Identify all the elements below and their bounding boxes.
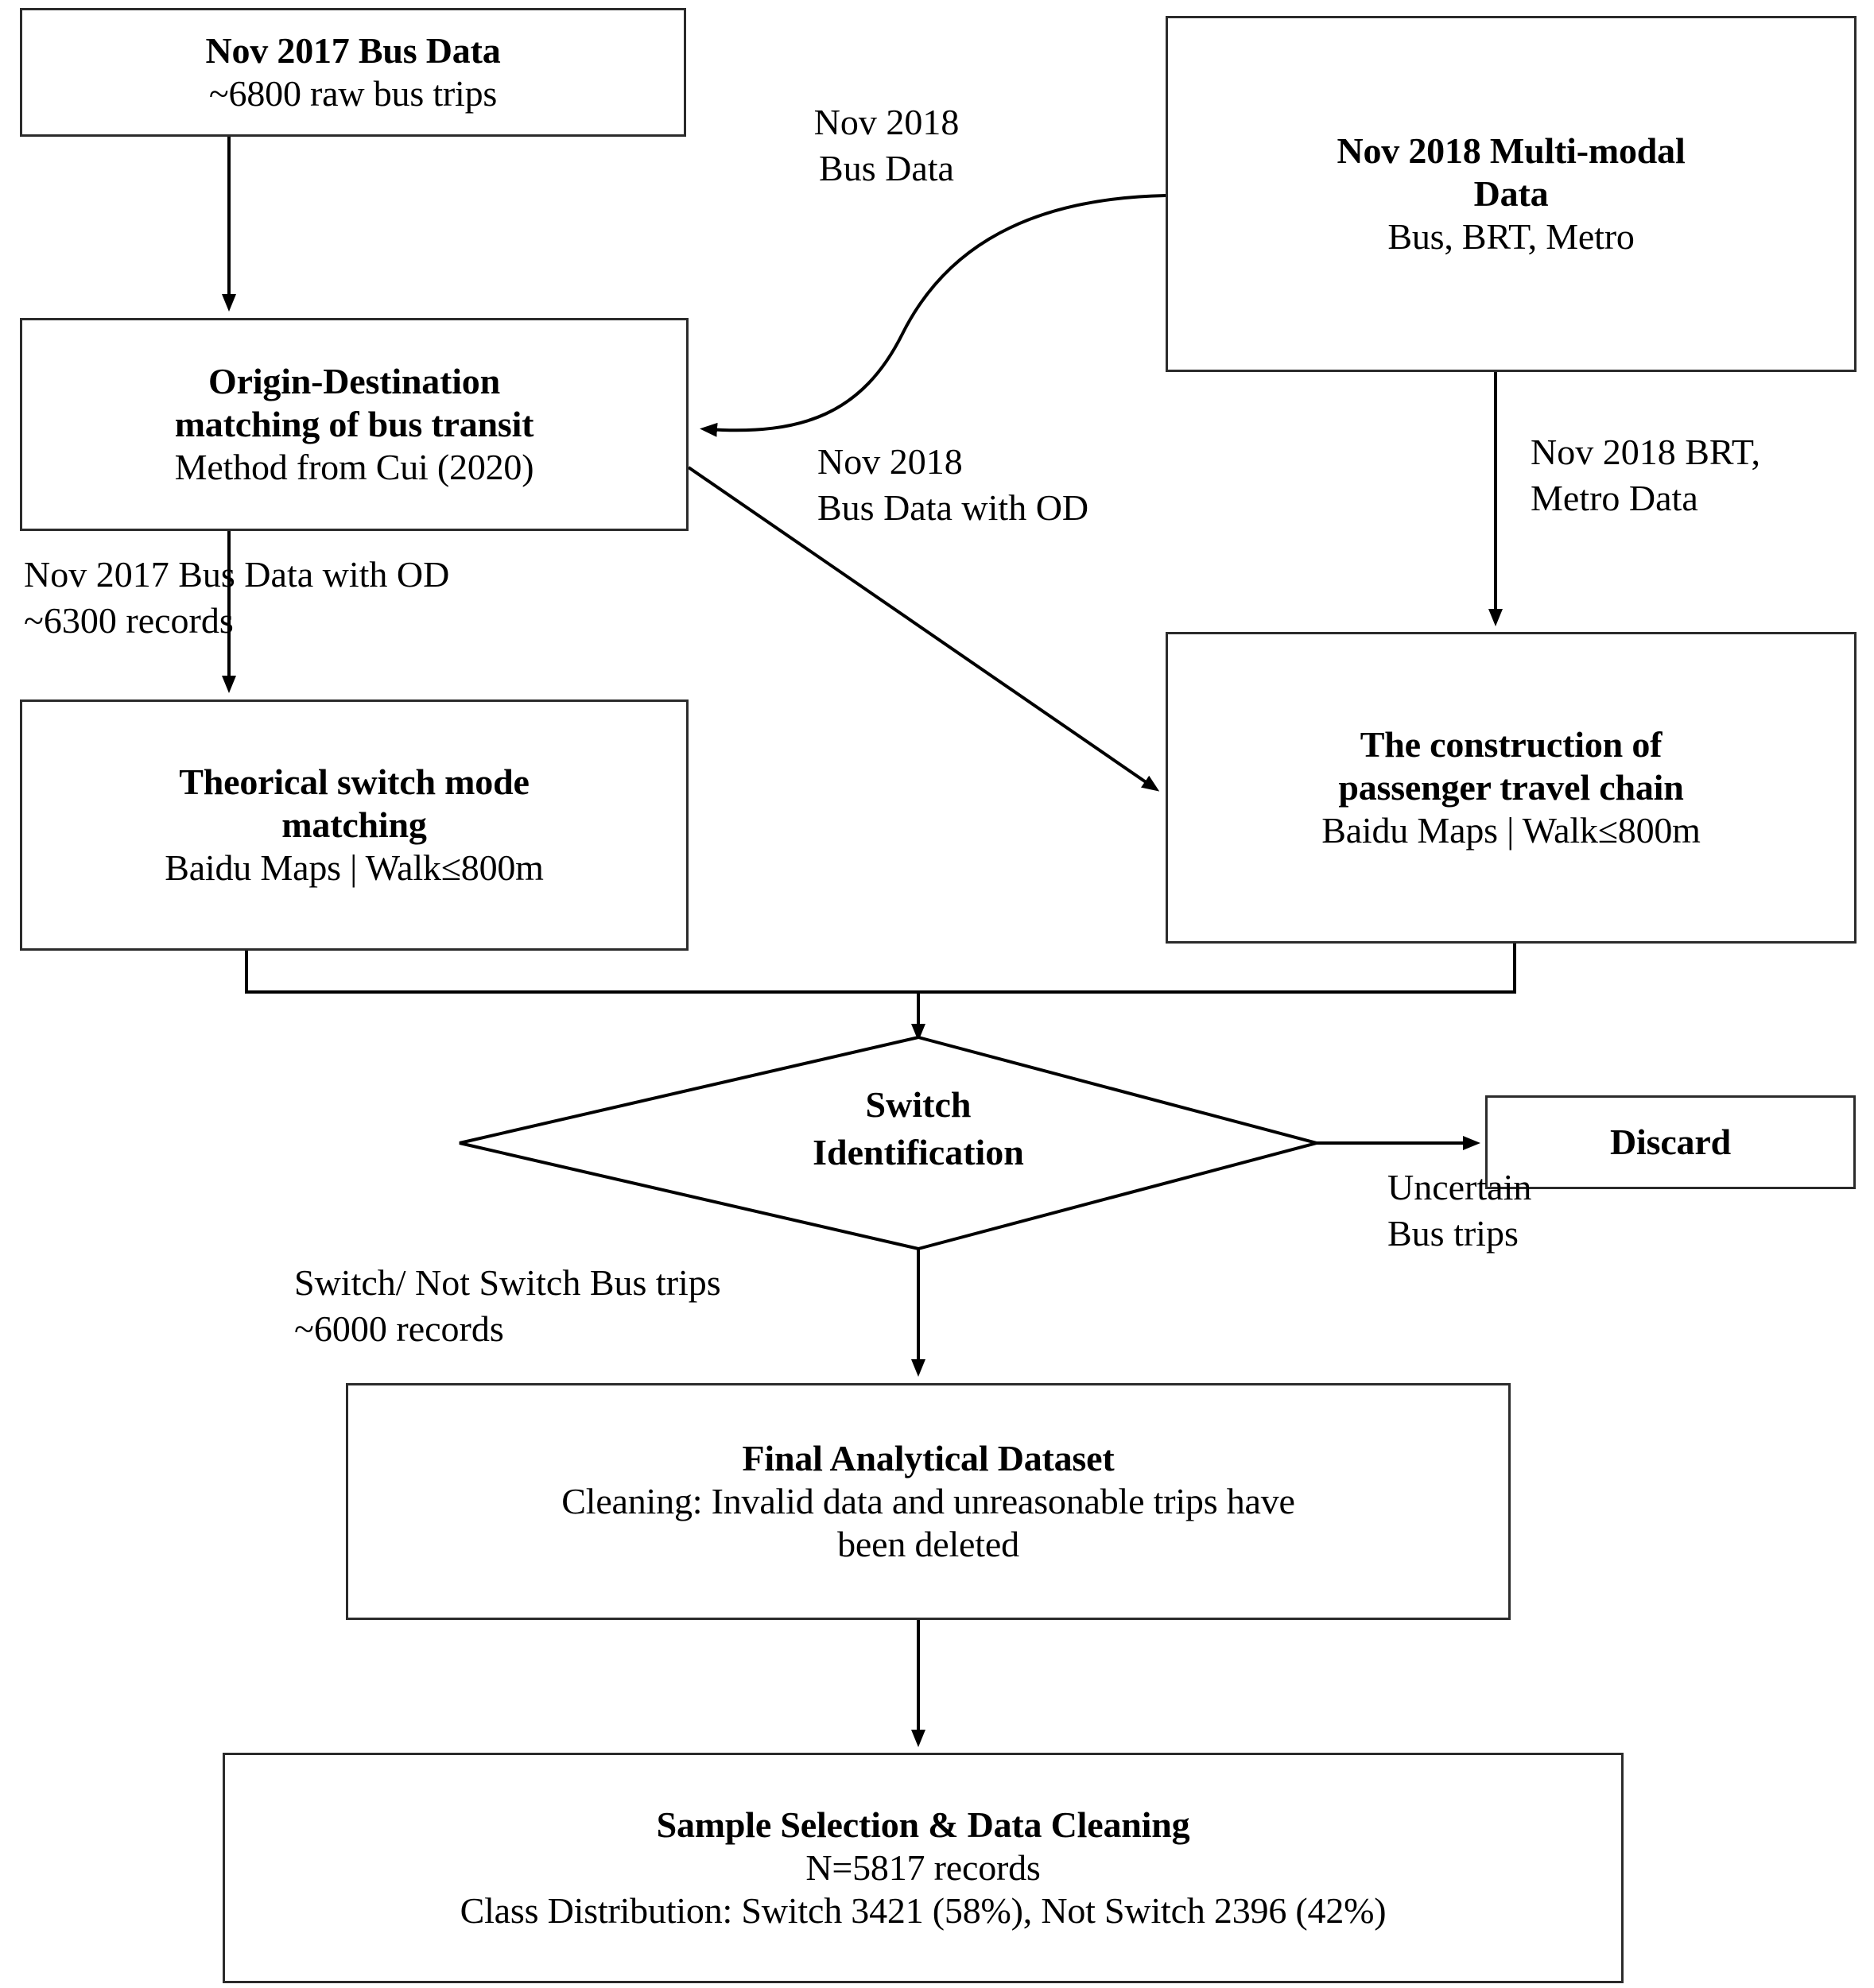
edge-multimodal-to-od (700, 194, 1166, 437)
edge-label-nov2018-brt-metro-data: Nov 2018 BRT, Metro Data (1531, 432, 1761, 518)
node-passenger-travel-chain[interactable]: The construction of passenger travel cha… (1166, 632, 1857, 944)
node-subtitle: Bus, BRT, Metro (1387, 216, 1635, 258)
node-theorical-switch-mode-matching[interactable]: Theorical switch mode matching Baidu Map… (20, 699, 689, 951)
node-title-line2: matching of bus transit (174, 403, 534, 444)
edge-label-nov2018-bus-data-with-od: Nov 2018 Bus Data with OD (817, 441, 1089, 528)
node-final-analytical-dataset[interactable]: Final Analytical Dataset Cleaning: Inval… (346, 1383, 1511, 1620)
node-sample-selection-data-cleaning[interactable]: Sample Selection & Data Cleaning N=5817 … (223, 1753, 1624, 1983)
edge-merge-to-switch-identification (245, 944, 1516, 1041)
node-subtitle-line1: N=5817 records (805, 1847, 1041, 1888)
node-subtitle-line2: Class Distribution: Switch 3421 (58%), N… (460, 1890, 1387, 1932)
edge-label-switch-not-switch-bus-trips: Switch/ Not Switch Bus trips ~6000 recor… (294, 1262, 721, 1349)
node-switch-identification[interactable]: Switch Identification (720, 1081, 1117, 1176)
node-subtitle-line1: Cleaning: Invalid data and unreasonable … (561, 1480, 1295, 1521)
node-subtitle: Baidu Maps | Walk≤800m (1321, 810, 1701, 851)
edge-label-uncertain-bus-trips: Uncertain Bus trips (1387, 1167, 1532, 1254)
node-nov2017-bus-data[interactable]: Nov 2017 Bus Data ~6800 raw bus trips (20, 8, 686, 137)
node-od-matching[interactable]: Origin-Destination matching of bus trans… (20, 318, 689, 531)
node-title-line1: Nov 2018 Multi-modal (1337, 130, 1686, 171)
node-title: Sample Selection & Data Cleaning (656, 1804, 1190, 1845)
edge-label-nov2018-bus-data: Nov 2018 Bus Data (813, 102, 960, 188)
node-title-line2: Data (1473, 172, 1549, 214)
diamond-title-line2: Identification (813, 1131, 1024, 1172)
node-title-line1: Theorical switch mode (179, 761, 530, 802)
node-subtitle: ~6800 raw bus trips (208, 73, 498, 114)
node-title-line2: passenger travel chain (1338, 766, 1684, 808)
node-subtitle-line2: been deleted (837, 1524, 1019, 1565)
node-title-line1: Origin-Destination (208, 360, 500, 401)
diamond-title-line1: Switch (865, 1084, 972, 1125)
node-discard[interactable]: Discard (1485, 1095, 1856, 1189)
node-title: Final Analytical Dataset (742, 1437, 1115, 1478)
node-title-line1: The construction of (1360, 723, 1663, 765)
node-title-line2: matching (281, 804, 427, 845)
node-nov2018-multimodal-data[interactable]: Nov 2018 Multi-modal Data Bus, BRT, Metr… (1166, 16, 1857, 372)
node-subtitle: Baidu Maps | Walk≤800m (165, 847, 544, 889)
edge-label-nov2017-bus-data-with-od: Nov 2017 Bus Data with OD ~6300 records (24, 554, 450, 641)
node-title: Nov 2017 Bus Data (205, 29, 501, 71)
node-subtitle: Method from Cui (2020) (174, 447, 534, 488)
node-title: Discard (1610, 1121, 1731, 1162)
